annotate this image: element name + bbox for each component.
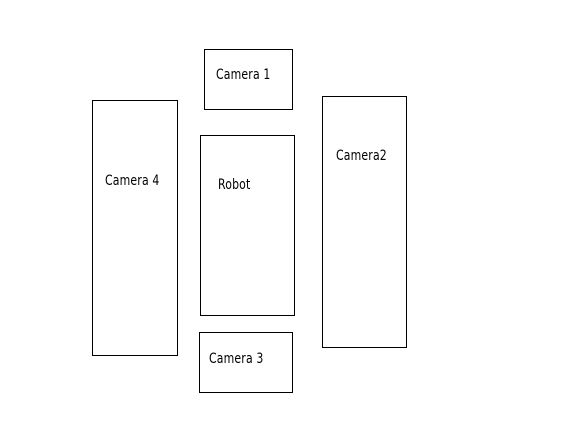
camera-3-label: Camera 3 xyxy=(209,351,264,367)
camera-4-label: Camera 4 xyxy=(105,173,160,189)
camera-4-box: Camera 4 xyxy=(92,100,178,356)
robot-label: Robot xyxy=(218,177,251,193)
camera-1-box: Camera 1 xyxy=(204,49,293,110)
camera-2-label: Camera2 xyxy=(336,148,387,164)
camera-2-box: Camera2 xyxy=(322,96,407,348)
camera-1-label: Camera 1 xyxy=(216,67,271,83)
camera-3-box: Camera 3 xyxy=(199,332,293,393)
robot-box: Robot xyxy=(200,135,295,316)
